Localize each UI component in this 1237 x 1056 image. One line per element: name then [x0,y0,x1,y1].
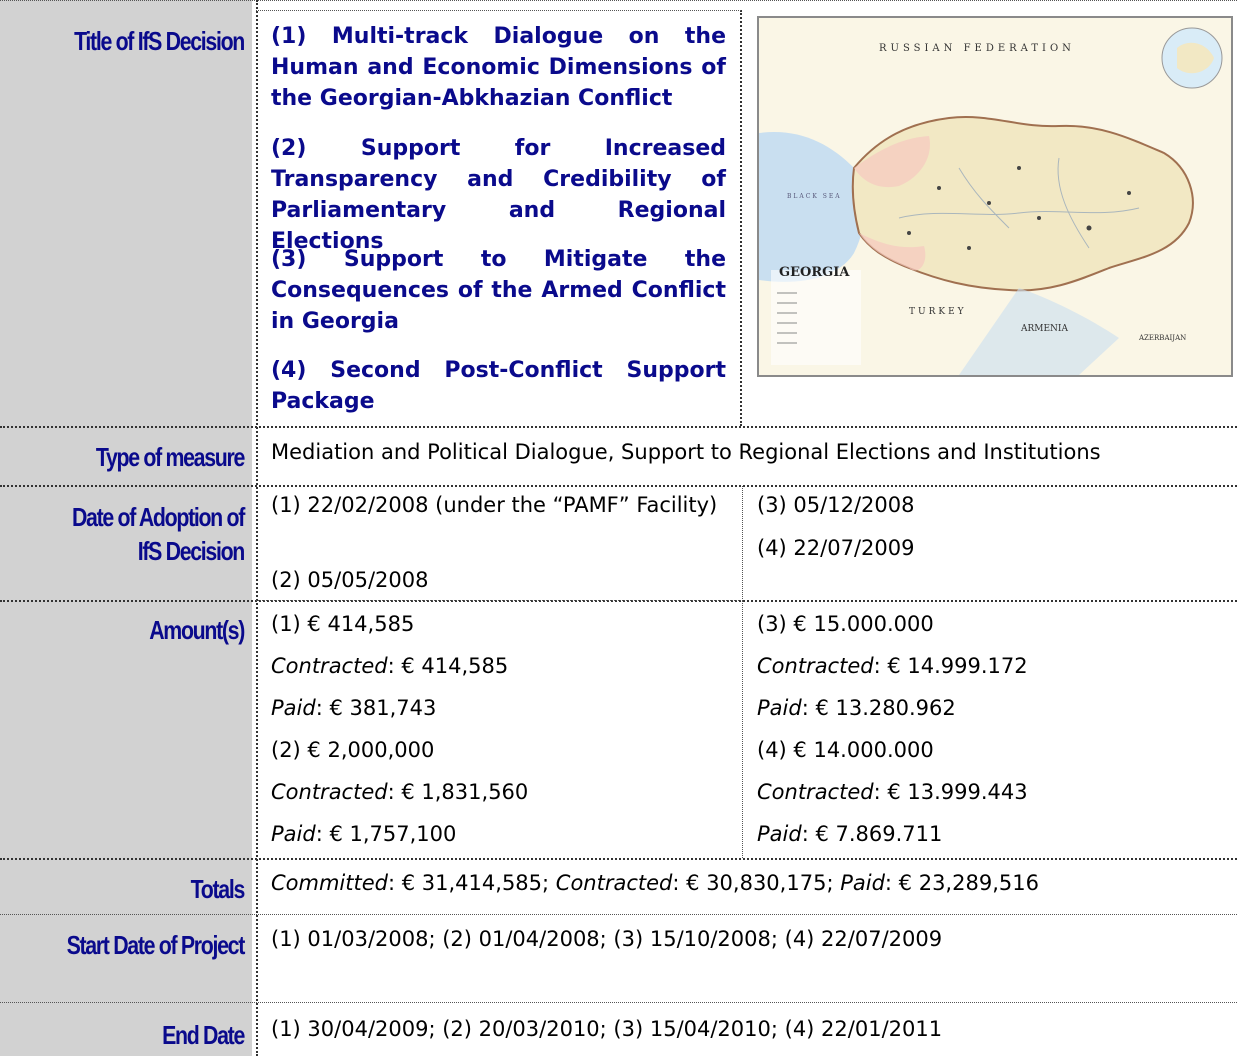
totals-committed: € 31,414,585 [401,871,543,895]
paid-label: Paid [271,822,316,846]
amount-1-paid: Paid: € 381,743 [271,696,437,720]
label-title: Title of IfS Decision [74,26,245,56]
label-column [0,0,252,1056]
map-label-turkey: TURKEY [909,307,967,317]
date-adoption-3: (3) 05/12/2008 [757,493,915,517]
contracted-label: Contracted [757,780,874,804]
amount-1: (1) € 414,585 [271,612,415,636]
totals-value: Committed: € 31,414,585; Contracted: € 3… [271,871,1039,895]
label-type: Type of measure [95,442,245,472]
lake-area [959,288,1119,375]
label-amounts: Amount(s) [149,615,245,645]
paid-label: Paid [757,696,802,720]
map-label-georgia: GEORGIA [779,265,850,280]
amount-3-paid: Paid: € 13.280.962 [757,696,956,720]
map-label-russia: RUSSIAN FEDERATION [879,43,1075,54]
amount-2-paid: Paid: € 1,757,100 [271,822,457,846]
adjara-region [859,233,926,271]
label-totals: Totals [190,874,246,904]
column-divider-main [256,0,258,1056]
committed-label: Committed [271,871,388,895]
amount-4-paid: Paid: € 7.869.711 [757,822,943,846]
row-divider-date [0,600,1237,602]
row-divider-title [0,426,1237,428]
globe-land [1177,42,1214,74]
amount-1-paid-value: € 381,743 [329,696,437,720]
contracted-label: Contracted [271,654,388,678]
paid-label: Paid [757,822,802,846]
totals-contracted: € 30,830,175 [686,871,827,895]
black-sea [759,132,866,282]
rivers [898,157,1140,249]
amount-4-contracted-value: € 13.999.443 [887,780,1028,804]
map-label-sea: BLACK SEA [787,193,842,200]
totals-paid: € 23,289,516 [898,871,1039,895]
row-divider-start [0,1002,1237,1003]
label-start: Start Date of Project [66,930,246,960]
amount-2: (2) € 2,000,000 [271,738,435,762]
amount-4-contracted: Contracted: € 13.999.443 [757,780,1028,804]
amount-2-contracted: Contracted: € 1,831,560 [271,780,529,804]
amount-4: (4) € 14.000.000 [757,738,934,762]
row-divider-totals [0,914,1237,915]
amount-2-paid-value: € 1,757,100 [329,822,457,846]
cities [907,166,1131,250]
paid-label: Paid [271,696,316,720]
contracted-label: Contracted [271,780,388,804]
decision-title-2: (2) Support for Increased Transparency a… [271,136,726,254]
map-legend-box [771,270,861,365]
date-adoption-2: (2) 05/05/2008 [271,568,429,592]
column-divider-title-map [740,10,742,426]
date-adoption-1: (1) 22/02/2008 (under the “PAMF” Facilit… [271,493,718,517]
amount-3-contracted: Contracted: € 14.999.172 [757,654,1028,678]
decision-title-4: (4) Second Post-Conflict Support Package [271,358,726,414]
contracted-label: Contracted [757,654,874,678]
row-divider-type [0,485,1237,487]
abkhazia-region [854,136,930,188]
label-end: End Date [162,1020,245,1050]
map-legend-lines [777,292,797,344]
label-date: Date of Adoption of IfS Decision [71,502,245,566]
amount-3-paid-value: € 13.280.962 [815,696,956,720]
start-dates-value: (1) 01/03/2008; (2) 01/04/2008; (3) 15/1… [271,927,943,951]
decision-title-1: (1) Multi-track Dialogue on the Human an… [271,24,726,111]
amount-1-contracted: Contracted: € 414,585 [271,654,509,678]
amount-3: (3) € 15.000.000 [757,612,934,636]
amount-4-paid-value: € 7.869.711 [815,822,943,846]
row-divider-top [0,0,1237,1]
row-divider-amount [0,858,1237,860]
contracted-label: Contracted [555,871,673,895]
map-label-armenia: ARMENIA [1020,324,1068,334]
title-box-top [256,10,741,11]
decision-title-3: (3) Support to Mitigate the Consequences… [271,247,726,334]
amount-1-contracted-value: € 414,585 [401,654,509,678]
date-left-bottom [256,600,743,601]
map-illustration: RUSSIAN FEDERATION GEORGIA TURKEY ARMENI… [759,18,1231,375]
paid-label: Paid [840,871,885,895]
column-divider-date [742,486,743,601]
amount-3-contracted-value: € 14.999.172 [887,654,1028,678]
end-dates-value: (1) 30/04/2009; (2) 20/03/2010; (3) 15/0… [271,1017,943,1041]
amount-2-contracted-value: € 1,831,560 [401,780,529,804]
map-label-azerbaijan: AZERBAIJAN [1138,334,1186,342]
date-adoption-4: (4) 22/07/2009 [757,536,915,560]
column-divider-amount [742,601,743,858]
georgia-map: RUSSIAN FEDERATION GEORGIA TURKEY ARMENI… [757,16,1233,377]
type-of-measure-value: Mediation and Political Dialogue, Suppor… [271,440,1101,464]
